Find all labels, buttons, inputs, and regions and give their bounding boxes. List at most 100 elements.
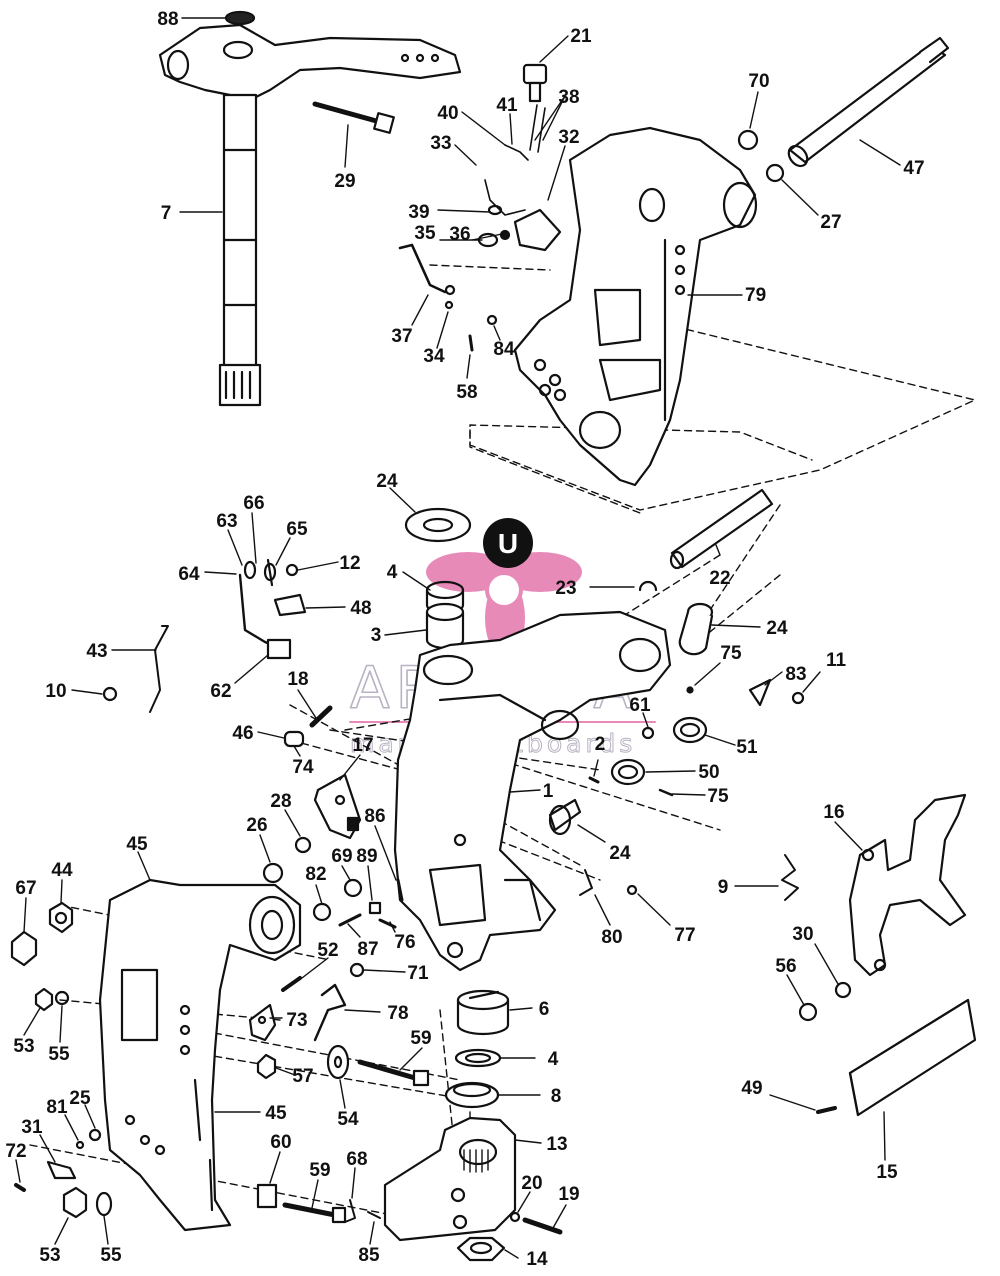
callout-53-upper: 53 bbox=[13, 1036, 34, 1057]
ring-23 bbox=[638, 580, 658, 592]
nut-44 bbox=[48, 901, 74, 934]
callout-numbers: 88 21 70 38 40 41 33 32 47 27 29 7 39 35… bbox=[5, 9, 924, 1270]
trim-block-15 bbox=[848, 998, 977, 1117]
callout-11: 11 bbox=[826, 650, 847, 671]
watermark-logo-letter: U bbox=[498, 528, 518, 559]
callout-89: 89 bbox=[356, 846, 377, 867]
callout-61: 61 bbox=[629, 695, 651, 716]
callout-65: 65 bbox=[286, 519, 308, 540]
screw-77 bbox=[626, 884, 638, 896]
link-83 bbox=[748, 678, 772, 707]
plate-73 bbox=[248, 1003, 277, 1042]
bushing-3 bbox=[425, 602, 465, 650]
callout-71: 71 bbox=[407, 963, 429, 984]
callout-84: 84 bbox=[493, 339, 515, 360]
callout-20: 20 bbox=[521, 1173, 542, 1194]
callout-81: 81 bbox=[46, 1097, 68, 1118]
callout-83: 83 bbox=[785, 664, 806, 685]
callout-59-upper: 59 bbox=[410, 1028, 431, 1049]
callout-86: 86 bbox=[364, 806, 385, 827]
callout-82: 82 bbox=[305, 864, 326, 885]
callout-44: 44 bbox=[51, 860, 73, 881]
switch-62 bbox=[238, 558, 292, 660]
swivel-bracket-79 bbox=[513, 126, 758, 487]
callout-19: 19 bbox=[558, 1184, 579, 1205]
washer-28 bbox=[294, 836, 312, 854]
callout-24-top: 24 bbox=[376, 471, 398, 492]
callout-16: 16 bbox=[823, 802, 844, 823]
part-34 bbox=[444, 300, 454, 310]
callout-27: 27 bbox=[820, 212, 841, 233]
callout-7: 7 bbox=[161, 203, 172, 224]
callout-63: 63 bbox=[216, 511, 237, 532]
bolt-29 bbox=[312, 101, 395, 134]
lock-lever-17 bbox=[313, 773, 362, 840]
callout-51: 51 bbox=[736, 737, 758, 758]
callout-67: 67 bbox=[15, 878, 36, 899]
bolt-59-lower bbox=[282, 1202, 347, 1224]
screw-87 bbox=[338, 913, 362, 927]
tilt-lever-16 bbox=[848, 793, 967, 977]
part-36 bbox=[499, 229, 511, 241]
callout-50: 50 bbox=[698, 762, 719, 783]
callout-53-lower: 53 bbox=[39, 1245, 60, 1266]
callout-40: 40 bbox=[437, 103, 458, 124]
callout-4-lower: 4 bbox=[548, 1049, 559, 1070]
callout-77: 77 bbox=[674, 925, 695, 946]
grommet-88 bbox=[224, 10, 256, 26]
clip-43 bbox=[149, 625, 169, 713]
lever-78 bbox=[313, 983, 347, 1042]
bushing-6 bbox=[456, 989, 510, 1036]
callout-31: 31 bbox=[21, 1117, 43, 1138]
callout-39: 39 bbox=[408, 202, 429, 223]
lever-37 bbox=[398, 243, 456, 296]
bushing-26 bbox=[262, 862, 284, 884]
bolt-52 bbox=[281, 976, 302, 992]
callout-47: 47 bbox=[903, 158, 924, 179]
callout-49: 49 bbox=[741, 1078, 762, 1099]
callout-17: 17 bbox=[352, 735, 373, 756]
callout-9: 9 bbox=[718, 877, 729, 898]
bushing-24-right bbox=[678, 602, 714, 656]
cap-67 bbox=[10, 930, 38, 967]
part-81 bbox=[75, 1140, 85, 1150]
screw-72 bbox=[14, 1183, 26, 1192]
callout-43: 43 bbox=[86, 641, 107, 662]
callout-74: 74 bbox=[292, 757, 314, 778]
watermark-logo-hub bbox=[485, 571, 523, 609]
nut-30 bbox=[834, 981, 852, 999]
screw-11 bbox=[791, 691, 805, 705]
callout-79: 79 bbox=[745, 285, 766, 306]
callout-2: 2 bbox=[595, 734, 606, 755]
callout-52: 52 bbox=[317, 940, 338, 961]
plate-60 bbox=[256, 1183, 278, 1209]
callout-46: 46 bbox=[232, 723, 253, 744]
nut-70 bbox=[737, 129, 759, 151]
screw-75a bbox=[686, 686, 694, 694]
clip-80 bbox=[579, 869, 593, 896]
part-2 bbox=[588, 776, 600, 784]
callout-57: 57 bbox=[292, 1066, 313, 1087]
screw-56 bbox=[798, 1002, 818, 1022]
callout-88: 88 bbox=[157, 9, 178, 30]
bushing-51 bbox=[672, 716, 708, 744]
callout-10: 10 bbox=[45, 681, 66, 702]
callout-18: 18 bbox=[287, 669, 308, 690]
callout-30: 30 bbox=[792, 924, 813, 945]
bolt-59-upper bbox=[357, 1059, 430, 1087]
callout-26: 26 bbox=[246, 815, 267, 836]
callout-66: 66 bbox=[243, 493, 264, 514]
swivel-housing-1 bbox=[393, 610, 672, 972]
callout-8: 8 bbox=[551, 1086, 562, 1107]
callout-23: 23 bbox=[555, 578, 576, 599]
callout-76: 76 bbox=[394, 932, 415, 953]
callout-38: 38 bbox=[558, 87, 579, 108]
callout-34: 34 bbox=[423, 346, 445, 367]
plug-71 bbox=[349, 962, 365, 978]
callout-58: 58 bbox=[456, 382, 477, 403]
callout-4-upper: 4 bbox=[387, 562, 398, 583]
callout-54: 54 bbox=[337, 1109, 359, 1130]
washer-54 bbox=[326, 1044, 350, 1080]
swivel-arm-13 bbox=[383, 1116, 517, 1242]
